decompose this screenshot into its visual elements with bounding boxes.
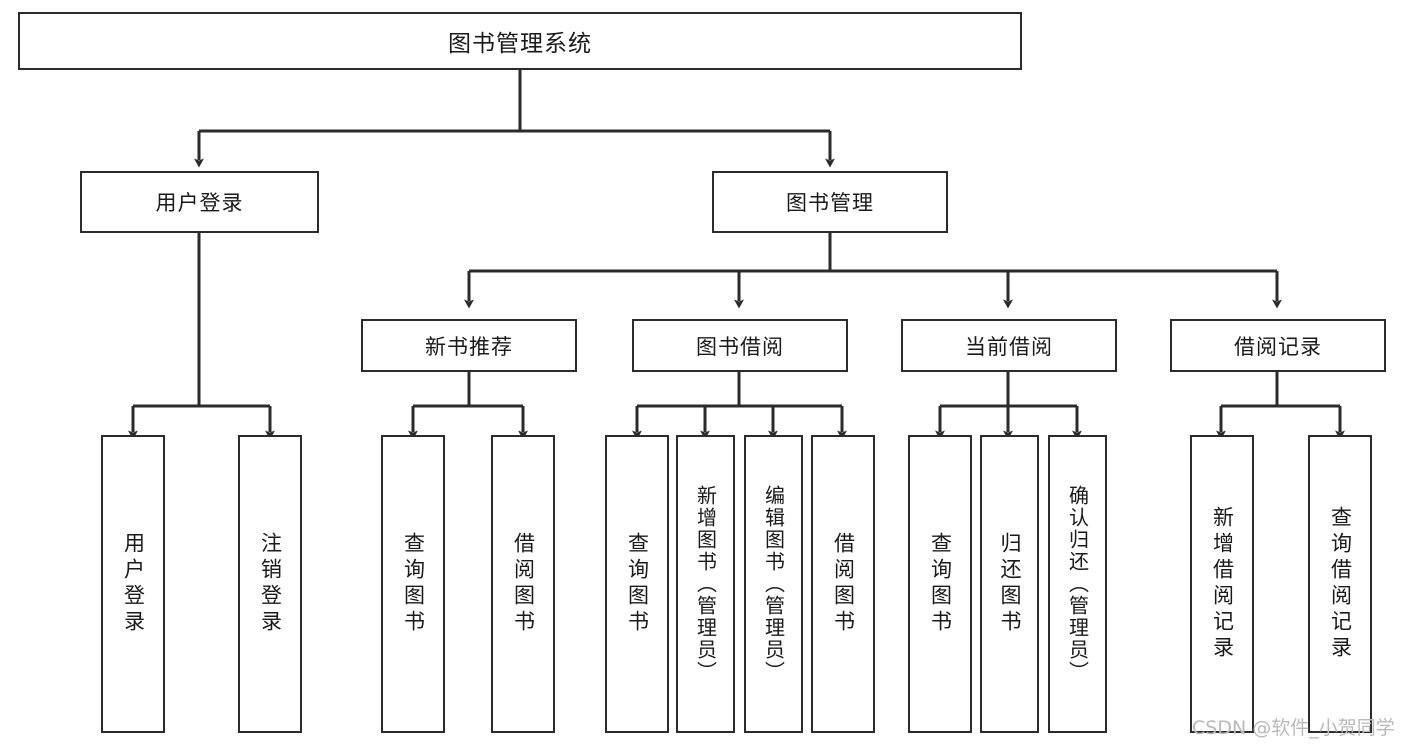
node-label: 用户登录 xyxy=(155,191,244,215)
node-book-management[interactable]: 图书管理 xyxy=(712,171,948,233)
node-new-book-recommend[interactable]: 新书推荐 xyxy=(361,319,577,372)
leaf-query-borrow-record[interactable]: 查询借阅记录 xyxy=(1308,435,1372,733)
leaf-edit-book-admin[interactable]: 编辑图书（管理员） xyxy=(744,435,803,733)
node-label: 新书推荐 xyxy=(425,334,513,359)
leaf-label: 确认归还（管理员） xyxy=(1065,485,1090,683)
leaf-add-book-admin[interactable]: 新增图书（管理员） xyxy=(676,435,735,733)
node-book-borrow[interactable]: 图书借阅 xyxy=(632,319,848,372)
node-root-label: 图书管理系统 xyxy=(448,31,592,57)
leaf-label: 查询图书 xyxy=(625,532,650,636)
leaf-label: 注销登录 xyxy=(258,532,283,636)
leaf-label: 查询借阅记录 xyxy=(1328,506,1353,662)
leaf-label: 编辑图书（管理员） xyxy=(761,485,786,683)
node-label: 图书管理 xyxy=(786,191,874,215)
node-borrow-records[interactable]: 借阅记录 xyxy=(1170,319,1386,372)
node-current-borrow[interactable]: 当前借阅 xyxy=(901,319,1117,372)
leaf-label: 用户登录 xyxy=(121,532,146,636)
leaf-label: 查询图书 xyxy=(928,532,953,636)
leaf-logout[interactable]: 注销登录 xyxy=(238,435,302,733)
watermark-csdn: CSDN @软件_小贺同学 xyxy=(1192,717,1395,739)
leaf-add-borrow-record[interactable]: 新增借阅记录 xyxy=(1190,435,1254,733)
leaf-return-book[interactable]: 归还图书 xyxy=(980,435,1039,733)
node-label: 图书借阅 xyxy=(696,334,784,359)
leaf-label: 查询图书 xyxy=(401,532,426,636)
leaf-label: 借阅图书 xyxy=(831,532,856,636)
leaf-query-book-current[interactable]: 查询图书 xyxy=(908,435,972,733)
node-root-system[interactable]: 图书管理系统 xyxy=(18,12,1022,70)
leaf-query-book-recommend[interactable]: 查询图书 xyxy=(381,435,445,733)
leaf-label: 新增借阅记录 xyxy=(1210,506,1235,662)
node-user-login[interactable]: 用户登录 xyxy=(80,171,319,233)
leaf-borrow-book-borrow[interactable]: 借阅图书 xyxy=(811,435,875,733)
leaf-label: 新增图书（管理员） xyxy=(693,485,718,683)
leaf-borrow-book-recommend[interactable]: 借阅图书 xyxy=(491,435,555,733)
leaf-label: 归还图书 xyxy=(998,532,1022,636)
leaf-query-book-borrow[interactable]: 查询图书 xyxy=(605,435,669,733)
node-label: 当前借阅 xyxy=(965,334,1053,359)
leaf-label: 借阅图书 xyxy=(511,532,536,636)
node-label: 借阅记录 xyxy=(1234,334,1322,359)
leaf-user-login[interactable]: 用户登录 xyxy=(101,435,165,733)
leaf-confirm-return-admin[interactable]: 确认归还（管理员） xyxy=(1048,435,1107,733)
